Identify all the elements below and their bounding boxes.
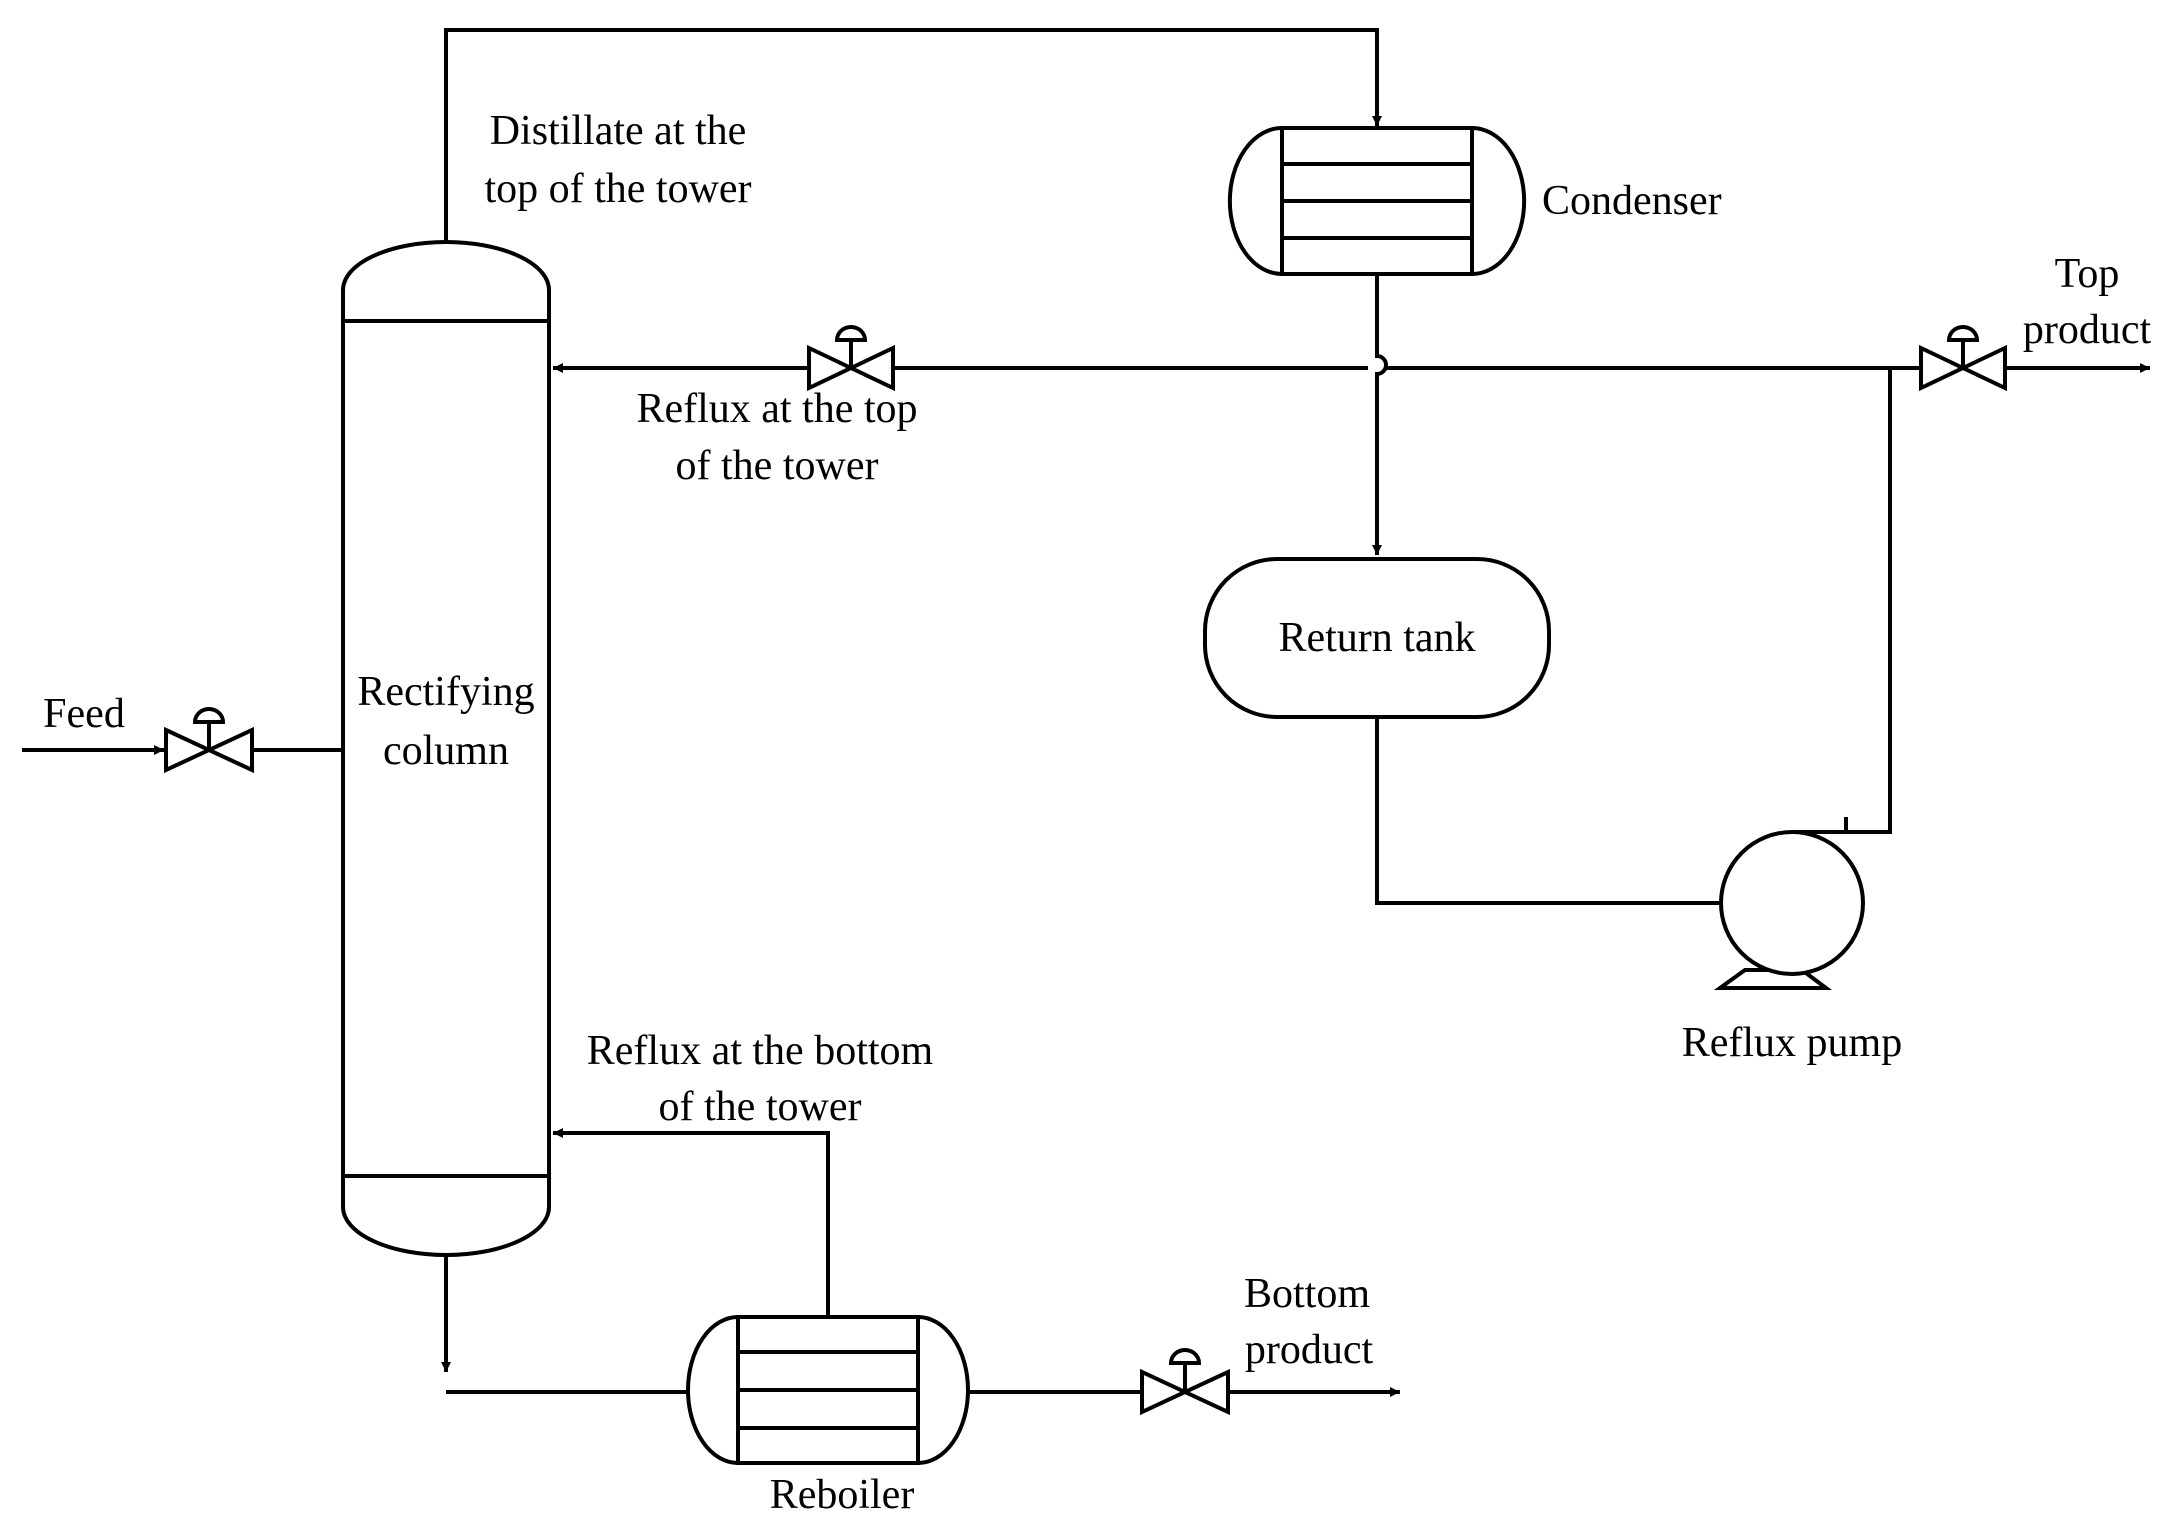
tank-to-pump-line	[1375, 717, 1795, 908]
condenser-label: Condenser	[1542, 178, 1722, 224]
reflux-bottom-line	[553, 1128, 830, 1317]
reboiler	[686, 1315, 970, 1465]
reflux-bottom-label-line1: Reflux at the bottom	[587, 1028, 934, 1074]
distillate-line	[444, 28, 1382, 242]
top-product-label-line1: Top	[2055, 251, 2120, 297]
column-label-line1: Rectifying	[357, 669, 534, 715]
distillate-label-line1: Distillate at the	[490, 108, 747, 154]
bottom-product-label-line2: product	[1245, 1327, 1374, 1373]
condensate-line	[1372, 274, 1388, 555]
return-tank-label: Return tank	[1278, 615, 1475, 661]
reflux-top-label-line1: Reflux at the top	[636, 386, 917, 432]
top-product-valve	[1919, 325, 2007, 392]
column-label-line2: column	[383, 728, 509, 774]
pump-discharge-line	[1846, 368, 1892, 834]
reflux-pump	[1713, 817, 1865, 990]
reboiler-label: Reboiler	[770, 1472, 915, 1518]
top-product-label-line2: product	[2023, 307, 2152, 353]
reflux-valve	[807, 325, 895, 392]
bottom-product-valve	[1140, 1348, 1230, 1416]
reflux-top-label-line2: of the tower	[676, 443, 879, 489]
rectifying-column	[341, 240, 551, 1257]
reflux-bottom-label-line2: of the tower	[659, 1084, 862, 1130]
feed-label: Feed	[43, 691, 125, 737]
distillate-label-line2: top of the tower	[484, 166, 751, 212]
column-bottom-line	[441, 1255, 688, 1394]
bottom-product-label-line1: Bottom	[1244, 1271, 1370, 1317]
feed-valve	[164, 707, 254, 774]
reflux-pump-label: Reflux pump	[1682, 1020, 1902, 1066]
condenser	[1227, 126, 1527, 276]
